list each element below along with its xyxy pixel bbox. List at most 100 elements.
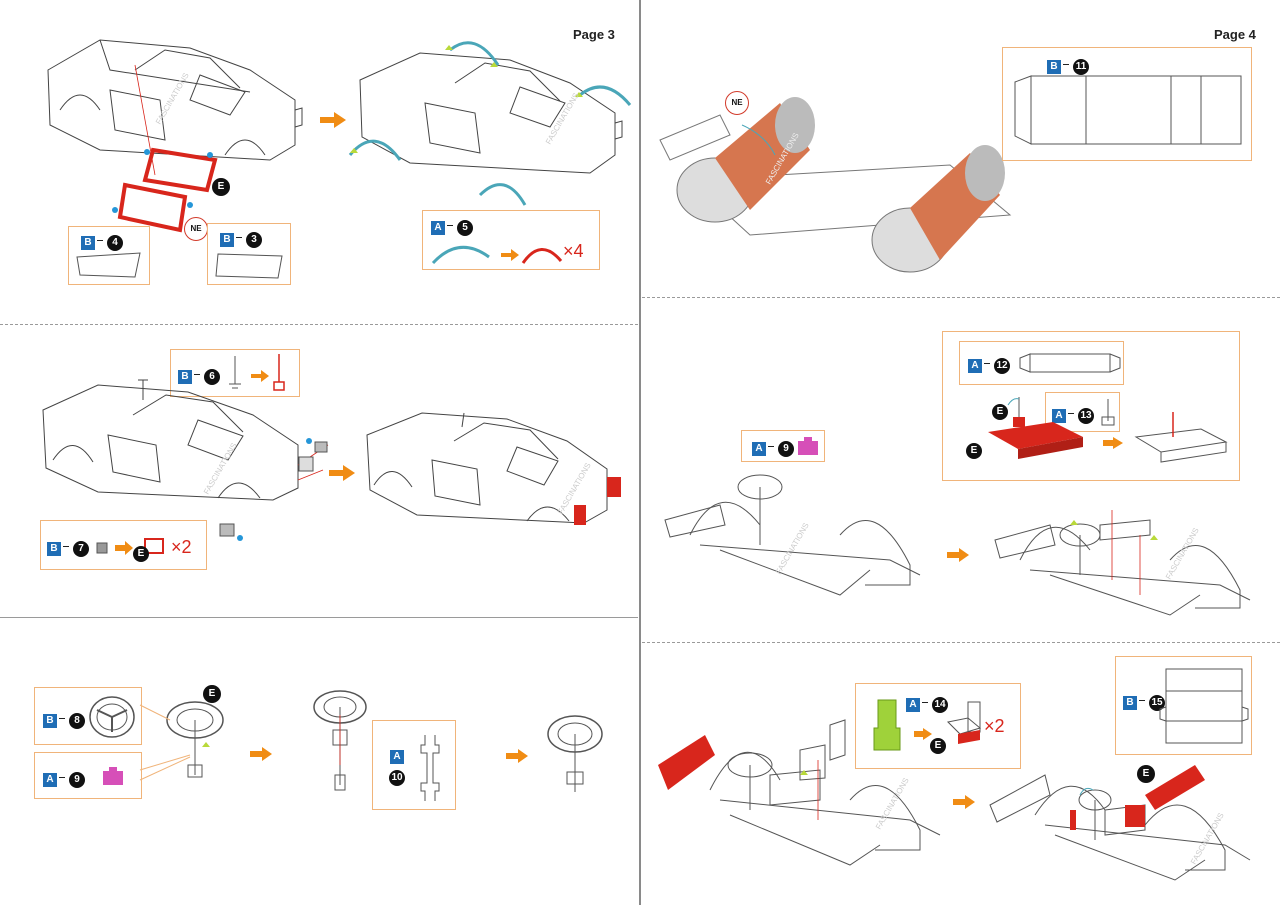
right-divider-2 bbox=[642, 642, 1280, 643]
step-13-tag: A bbox=[1052, 409, 1066, 423]
step-10-tag: A bbox=[390, 750, 404, 764]
left-divider-2 bbox=[0, 617, 638, 618]
next-arrow-6 bbox=[953, 795, 975, 809]
step-12-number: 12 bbox=[994, 358, 1010, 374]
step-4-number: 4 bbox=[107, 235, 123, 251]
window-frame-red-parts bbox=[112, 64, 218, 233]
right-divider-1 bbox=[642, 297, 1280, 298]
step-7-part-icons bbox=[96, 538, 164, 555]
red-bench-part bbox=[988, 397, 1083, 459]
car-with-taillights-illustration: FASCINATIONS bbox=[366, 412, 621, 525]
step-8-e-marker: E bbox=[203, 685, 221, 703]
step-9b-number: 9 bbox=[778, 441, 794, 457]
car-body-open-illustration: FASCINATIONS bbox=[47, 39, 303, 161]
chassis-with-bench-illustration: FASCINATIONS bbox=[994, 510, 1251, 616]
step-4-part-icon bbox=[76, 252, 141, 278]
left-divider-1 bbox=[0, 324, 638, 325]
step-7-multiplier: ×2 bbox=[171, 537, 192, 557]
center-divider bbox=[639, 0, 641, 905]
step-6-tag: B bbox=[178, 370, 192, 384]
step-5-tag: A bbox=[431, 221, 445, 235]
page-number-left: Page 3 bbox=[573, 27, 615, 42]
step-13-part-icon bbox=[1101, 399, 1115, 426]
step-15-callout: B 15 bbox=[1115, 656, 1252, 755]
step-3-number: 3 bbox=[246, 232, 262, 248]
step-6-number: 6 bbox=[204, 369, 220, 385]
page-number-right: Page 4 bbox=[1214, 27, 1256, 42]
steering-wheel-icon bbox=[89, 696, 135, 738]
step-9a-number: 9 bbox=[69, 772, 85, 788]
step-7-e-marker: E bbox=[133, 546, 149, 562]
pink-part-icon bbox=[103, 767, 123, 785]
chassis-rolling-illustration: FASCINATIONS bbox=[659, 97, 1012, 273]
step-3-part-icon bbox=[215, 253, 283, 279]
chassis-with-seat-illustration: FASCINATIONS bbox=[658, 719, 941, 866]
step-8-number: 8 bbox=[69, 713, 85, 729]
svg-text:FASCINATIONS: FASCINATIONS bbox=[874, 776, 911, 831]
step-6-part-icons bbox=[229, 354, 285, 391]
step-12-callout: A 12 bbox=[959, 341, 1124, 385]
step-9b-tag: A bbox=[752, 442, 766, 456]
step-9a-tag: A bbox=[43, 773, 57, 787]
step-5-multiplier: ×4 bbox=[563, 241, 584, 261]
ne-marker: NE bbox=[184, 217, 208, 241]
steering-wheel-mid-illustration bbox=[313, 690, 367, 791]
step-15-e-marker: E bbox=[1137, 765, 1155, 783]
step-11-callout: B 11 bbox=[1002, 47, 1252, 161]
step-15-number: 15 bbox=[1149, 695, 1165, 711]
bench-assembled-icon bbox=[1134, 412, 1228, 463]
step-10-part-icon bbox=[420, 735, 440, 801]
step-8-tag: B bbox=[43, 714, 57, 728]
step-4-tag: B bbox=[81, 236, 95, 250]
step-14-e-marker: E bbox=[930, 738, 946, 754]
step-5-number: 5 bbox=[457, 220, 473, 236]
step-12-tag: A bbox=[968, 359, 982, 373]
step-14-seat-outline bbox=[946, 701, 982, 744]
next-arrow-3 bbox=[250, 747, 272, 761]
step-14-tag: A bbox=[906, 698, 920, 712]
step-15-part-icon bbox=[1159, 668, 1249, 744]
step-14-number: 14 bbox=[932, 697, 948, 713]
next-arrow-5 bbox=[947, 548, 969, 562]
step-7-tag: B bbox=[47, 542, 61, 556]
step-12-e-marker-2: E bbox=[966, 443, 982, 459]
taillight-small bbox=[219, 523, 243, 541]
step-13-number: 13 bbox=[1078, 408, 1094, 424]
chassis-with-back-panel-illustration: FASCINATIONS bbox=[989, 765, 1251, 881]
small-arrow-step12 bbox=[1103, 437, 1123, 449]
step-3-tag: B bbox=[220, 233, 234, 247]
next-arrow bbox=[320, 112, 346, 128]
step-11-number: 11 bbox=[1073, 59, 1089, 75]
step-15-tag: B bbox=[1123, 696, 1137, 710]
chassis-ne-marker: NE bbox=[725, 91, 749, 115]
svg-text:FASCINATIONS: FASCINATIONS bbox=[1189, 811, 1226, 866]
next-arrow-4 bbox=[506, 749, 528, 763]
step-12-part-icon bbox=[1019, 353, 1121, 373]
step-10-callout: A 10 bbox=[372, 720, 456, 810]
tail-part-small bbox=[298, 438, 328, 472]
steering-wheel-final-illustration bbox=[547, 715, 603, 792]
car-side-open-illustration: FASCINATIONS bbox=[42, 379, 329, 501]
chassis-with-steering-illustration: FASCINATIONS bbox=[664, 474, 921, 596]
e-marker: E bbox=[212, 178, 230, 196]
svg-text:FASCINATIONS: FASCINATIONS bbox=[1164, 526, 1201, 581]
car-with-fenders-illustration: FASCINATIONS bbox=[348, 41, 632, 206]
step-11-tag: B bbox=[1047, 60, 1061, 74]
step-7-number: 7 bbox=[73, 541, 89, 557]
steering-assembly-illustration bbox=[139, 701, 224, 781]
step-5-fender-icons bbox=[431, 245, 563, 265]
small-arrow-step14 bbox=[914, 728, 932, 740]
svg-text:FASCINATIONS: FASCINATIONS bbox=[774, 521, 811, 576]
svg-text:FASCINATIONS: FASCINATIONS bbox=[544, 91, 581, 146]
step-10-number: 10 bbox=[389, 770, 405, 786]
svg-text:FASCINATIONS: FASCINATIONS bbox=[202, 441, 239, 496]
